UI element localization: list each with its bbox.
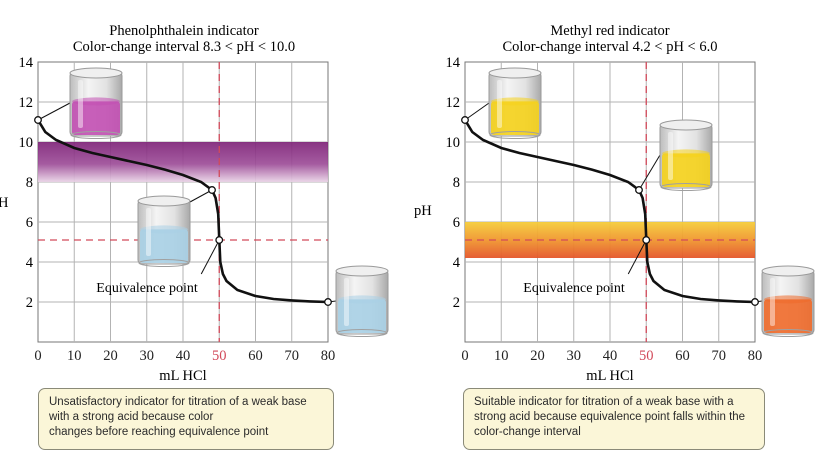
x-tick-label: 10 bbox=[494, 348, 509, 364]
colorless-solution-beaker-icon bbox=[335, 265, 389, 337]
x-tick-labels: 0 10 20 30 40 50 60 70 80 bbox=[461, 348, 762, 364]
caption-box-right: Suitable indicator for titration of a we… bbox=[463, 388, 765, 450]
x-tick-label: 70 bbox=[285, 348, 300, 364]
equivalence-point-label: Equivalence point bbox=[96, 281, 198, 296]
red-solution-beaker-icon bbox=[761, 265, 815, 337]
y-axis-label: pH bbox=[414, 203, 432, 219]
y-tick-label: 14 bbox=[19, 55, 34, 71]
x-tick-label: 70 bbox=[712, 348, 727, 364]
beaker-callout-lines bbox=[464, 102, 763, 303]
caption-line: changes before reaching equivalence poin… bbox=[49, 426, 269, 438]
y-tick-label: 10 bbox=[446, 135, 461, 151]
chart-title: Phenolphthalein indicator bbox=[109, 23, 259, 39]
y-tick-label: 10 bbox=[19, 135, 34, 151]
beakers bbox=[488, 67, 815, 337]
curve-markers bbox=[34, 116, 332, 306]
x-tick-label: 0 bbox=[461, 348, 468, 364]
curve-marker bbox=[215, 236, 224, 244]
x-tick-label: 0 bbox=[34, 348, 41, 364]
y-tick-labels: 2 4 6 8 10 12 14 bbox=[446, 55, 461, 311]
y-tick-label: 12 bbox=[446, 95, 461, 111]
curve-marker bbox=[324, 298, 332, 306]
curve-marker bbox=[751, 298, 759, 306]
y-tick-label: 14 bbox=[446, 55, 461, 71]
caption-line: Unsatisfactory indicator for titration o… bbox=[49, 396, 307, 408]
x-tick-label: 60 bbox=[248, 348, 263, 364]
y-tick-label: 6 bbox=[26, 215, 33, 231]
beaker-callout-line bbox=[189, 189, 213, 203]
caption-box-left: Unsatisfactory indicator for titration o… bbox=[38, 388, 334, 450]
chart-subtitle: Color-change interval 8.3 < pH < 10.0 bbox=[73, 39, 295, 55]
curve-marker bbox=[34, 116, 42, 124]
y-tick-label: 6 bbox=[453, 215, 460, 231]
caption-line: with a strong acid because color bbox=[49, 411, 214, 423]
y-tick-labels: 2 4 6 8 10 12 14 bbox=[19, 55, 34, 311]
x-tick-label: 40 bbox=[603, 348, 618, 364]
chart-title: Methyl red indicator bbox=[550, 23, 669, 39]
caption-line: color-change interval bbox=[474, 426, 581, 438]
x-axis-label: mL HCl bbox=[159, 368, 206, 384]
methyl-red-chart: Methyl red indicator Color-change interv… bbox=[414, 23, 815, 384]
x-tick-label: 30 bbox=[567, 348, 582, 364]
equivalence-callout-line bbox=[200, 239, 220, 275]
y-axis-label: H bbox=[0, 195, 9, 211]
y-tick-label: 12 bbox=[19, 95, 34, 111]
beaker-callout-line bbox=[37, 102, 71, 121]
caption-line: strong acid because equivalence point fa… bbox=[474, 411, 746, 423]
phenolphthalein-chart: Phenolphthalein indicator Color-change i… bbox=[0, 23, 389, 384]
beaker-callout-line bbox=[464, 102, 490, 121]
equivalence-point-label: Equivalence point bbox=[523, 281, 625, 296]
x-tick-label: 60 bbox=[675, 348, 690, 364]
x-axis-label: mL HCl bbox=[586, 368, 633, 384]
x-tick-label: 50 bbox=[212, 348, 227, 364]
curve-marker bbox=[642, 236, 651, 244]
yellow-solution-beaker-icon bbox=[659, 119, 713, 191]
beakers bbox=[69, 67, 389, 337]
colorless-solution-beaker-icon bbox=[137, 195, 191, 267]
pink-solution-beaker-icon bbox=[69, 67, 123, 139]
x-tick-label: 20 bbox=[103, 348, 118, 364]
y-tick-label: 4 bbox=[453, 255, 461, 271]
titration-curve bbox=[36, 119, 329, 304]
x-tick-label: 80 bbox=[321, 348, 336, 364]
y-tick-label: 8 bbox=[26, 175, 33, 191]
equivalence-callout-line bbox=[627, 239, 647, 275]
x-tick-label: 30 bbox=[140, 348, 155, 364]
curve-markers bbox=[461, 116, 759, 306]
beaker-callout-line bbox=[638, 154, 661, 191]
y-tick-label: 2 bbox=[26, 295, 33, 311]
x-tick-label: 40 bbox=[176, 348, 191, 364]
x-tick-label: 20 bbox=[530, 348, 545, 364]
x-tick-label: 80 bbox=[748, 348, 763, 364]
curve-marker bbox=[461, 116, 469, 124]
x-tick-labels: 0 10 20 30 40 50 60 70 80 bbox=[34, 348, 335, 364]
curve-marker bbox=[208, 186, 216, 194]
x-tick-label: 50 bbox=[639, 348, 654, 364]
curve-marker bbox=[635, 186, 643, 194]
y-tick-label: 4 bbox=[26, 255, 34, 271]
titration-curve bbox=[463, 119, 756, 304]
y-tick-label: 8 bbox=[453, 175, 460, 191]
chart-subtitle: Color-change interval 4.2 < pH < 6.0 bbox=[503, 39, 718, 55]
y-tick-label: 2 bbox=[453, 295, 460, 311]
x-tick-label: 10 bbox=[67, 348, 82, 364]
equivalence-dashed-lines bbox=[465, 62, 755, 342]
yellow-solution-beaker-icon bbox=[488, 67, 542, 139]
caption-line: Suitable indicator for titration of a we… bbox=[474, 396, 734, 408]
